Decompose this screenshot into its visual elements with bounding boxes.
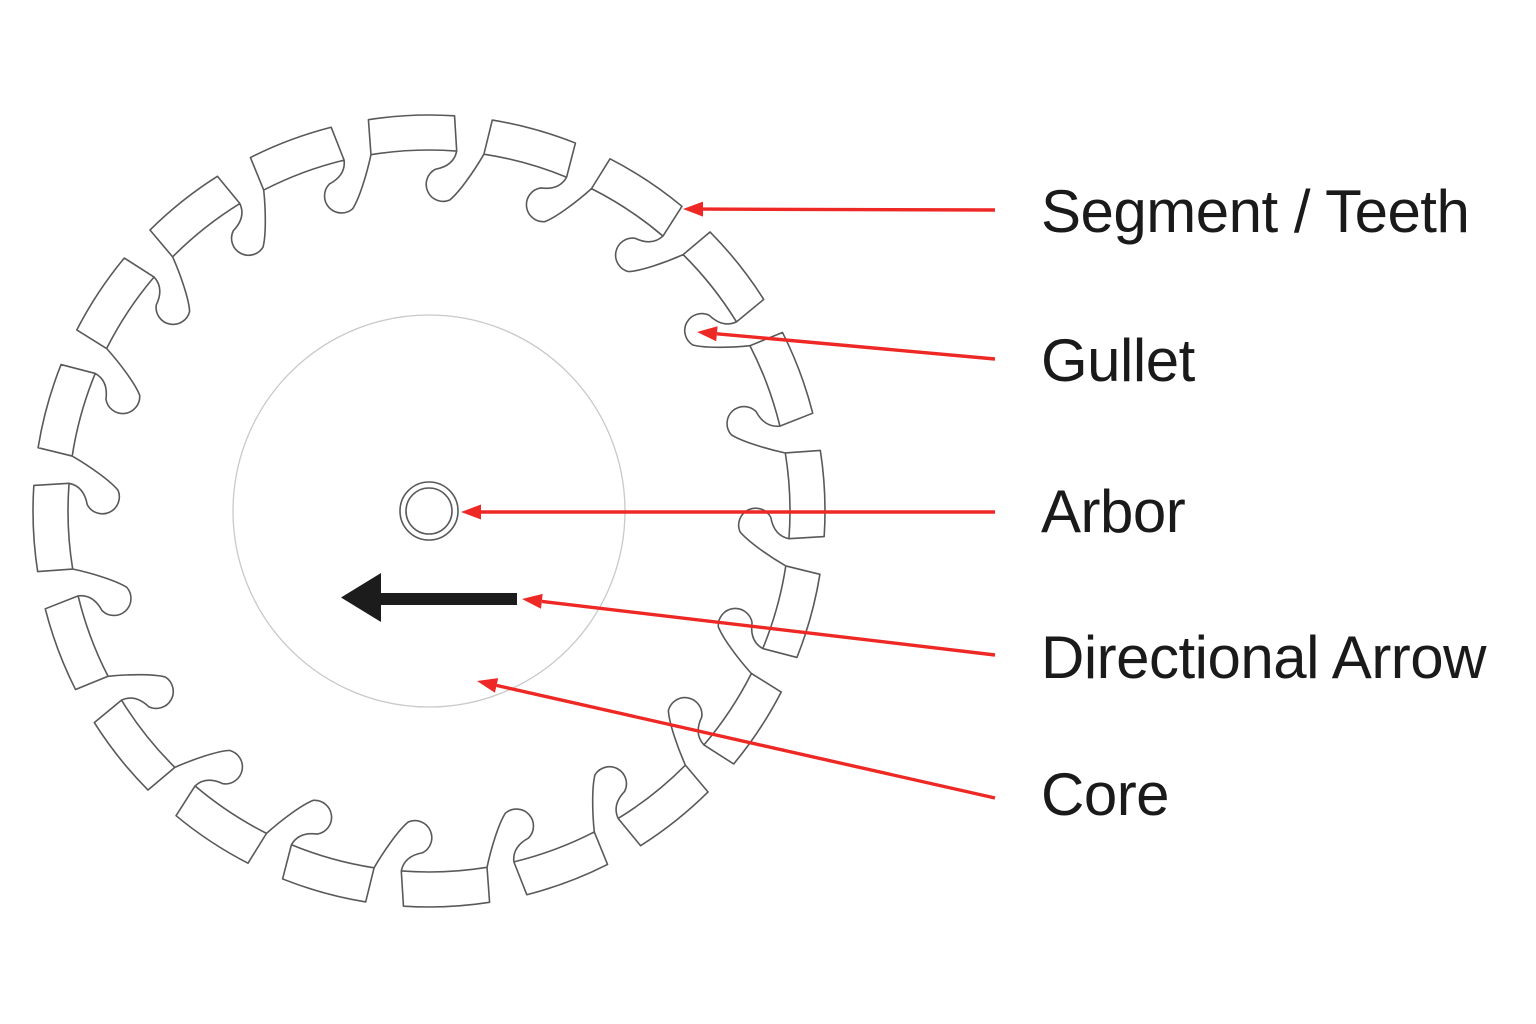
callout-label-core: Core <box>1041 761 1169 828</box>
callout-line <box>541 599 996 657</box>
callout-arrowhead-icon <box>461 504 481 520</box>
callout-line <box>702 207 996 212</box>
callout-arbor: Arbor <box>461 478 1186 545</box>
callout-arrowhead-icon <box>522 593 543 609</box>
callout-arrowhead-icon <box>477 678 499 693</box>
callout-layer: Segment / Teeth Gullet Arbor Directional… <box>461 178 1488 828</box>
callout-arrowhead-icon <box>683 201 703 217</box>
callout-label-arbor: Arbor <box>1041 478 1185 545</box>
callout-line <box>496 683 996 800</box>
callout-directional-arrow: Directional Arrow <box>522 593 1488 691</box>
callout-line <box>716 332 996 361</box>
blade-outline <box>32 114 826 908</box>
callout-segment: Segment / Teeth <box>683 178 1470 245</box>
arbor-hole-outer-ring <box>399 481 459 541</box>
callout-gullet: Gullet <box>697 326 1196 394</box>
direction-arrow-icon <box>341 573 517 622</box>
callout-label-gullet: Gullet <box>1041 327 1196 394</box>
callout-label-directional-arrow: Directional Arrow <box>1041 624 1487 691</box>
arbor-hole-inner-ring <box>405 487 453 535</box>
saw-blade <box>32 114 826 908</box>
callout-arrowhead-icon <box>697 326 718 342</box>
callout-label-segment: Segment / Teeth <box>1041 178 1469 245</box>
callout-core: Core <box>477 678 1170 828</box>
